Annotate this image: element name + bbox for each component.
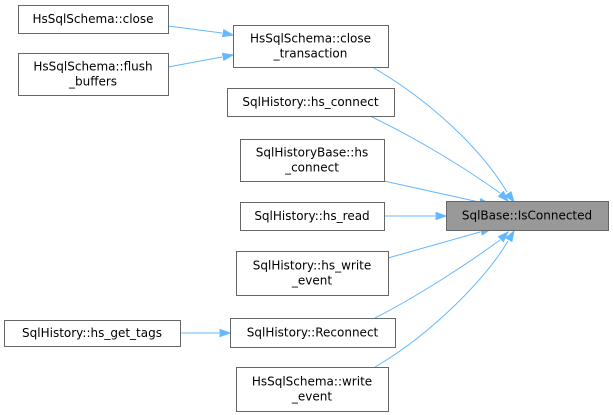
edge-line bbox=[369, 115, 501, 194]
edge-write_event-to-isconnected bbox=[374, 229, 515, 368]
arrowhead bbox=[219, 328, 232, 338]
node-label-line: _transaction bbox=[273, 47, 348, 61]
node-box bbox=[18, 5, 169, 34]
edge-reconnect-to-isconnected bbox=[374, 230, 510, 319]
node-write-event[interactable]: HsSqlSchema::write_event bbox=[236, 367, 389, 412]
edge-line bbox=[383, 180, 480, 203]
node-label-line: SqlHistory::Reconnect bbox=[247, 326, 379, 340]
nodes-layer: SqlBase::IsConnectedHsSqlSchema::closeHs… bbox=[4, 5, 609, 412]
edge-line bbox=[371, 66, 508, 193]
node-box bbox=[446, 201, 609, 231]
arrowhead bbox=[505, 229, 515, 243]
node-label-line: _connect bbox=[284, 161, 339, 175]
node-hs-connect[interactable]: SqlHistory::hs_connect bbox=[227, 88, 395, 117]
arrowhead bbox=[497, 190, 510, 203]
node-box bbox=[240, 202, 385, 231]
edge-hs_read-to-isconnected bbox=[384, 211, 448, 221]
node-label-line: SqlHistory::hs_connect bbox=[242, 95, 378, 109]
arrowhead bbox=[221, 52, 235, 61]
edge-line bbox=[387, 231, 481, 259]
node-box bbox=[236, 251, 389, 296]
node-reconnect[interactable]: SqlHistory::Reconnect bbox=[230, 318, 396, 348]
node-label-line: HsSqlSchema::close bbox=[32, 12, 153, 26]
node-label-line: HsSqlSchema::write bbox=[252, 375, 372, 389]
arrowhead bbox=[435, 211, 448, 221]
node-label-line: SqlHistory::hs_get_tags bbox=[22, 326, 162, 340]
edge-hs_write_event-to-isconnected bbox=[387, 227, 493, 259]
node-box bbox=[4, 320, 181, 347]
node-flush-buffers[interactable]: HsSqlSchema::flush_buffers bbox=[18, 53, 169, 96]
node-isconnected[interactable]: SqlBase::IsConnected bbox=[446, 201, 609, 231]
node-label-line: SqlBase::IsConnected bbox=[462, 209, 592, 223]
edge-line bbox=[167, 25, 223, 34]
node-label-line: _buffers bbox=[68, 75, 117, 89]
node-box bbox=[233, 25, 389, 68]
node-hs-write-event[interactable]: SqlHistory::hs_write_event bbox=[236, 251, 389, 296]
node-box bbox=[227, 88, 395, 117]
edges-layer bbox=[167, 25, 515, 368]
node-label-line: _event bbox=[291, 390, 332, 404]
node-box bbox=[240, 139, 385, 182]
edge-line bbox=[167, 56, 223, 68]
node-box bbox=[236, 367, 389, 412]
arrowhead bbox=[221, 29, 235, 38]
node-box bbox=[18, 53, 169, 96]
node-box bbox=[230, 318, 396, 348]
node-label-line: SqlHistoryBase::hs bbox=[256, 146, 368, 160]
node-label-line: HsSqlSchema::flush bbox=[33, 60, 152, 74]
edge-flush_buffers-to-close_transaction bbox=[167, 52, 235, 68]
edge-close_transaction-to-isconnected bbox=[371, 66, 515, 204]
node-label-line: SqlHistory::hs_read bbox=[254, 209, 369, 223]
node-label-line: SqlHistory::hs_write bbox=[253, 259, 372, 273]
edge-line bbox=[374, 240, 509, 368]
edge-hs_get_tags-to-reconnect bbox=[180, 328, 232, 338]
node-hs-read[interactable]: SqlHistory::hs_read bbox=[240, 202, 385, 231]
arrowhead bbox=[504, 190, 515, 204]
node-label-line: HsSqlSchema::close bbox=[250, 32, 371, 46]
node-base-hs-connect[interactable]: SqlHistoryBase::hs_connect bbox=[240, 139, 385, 182]
arrowhead bbox=[497, 230, 510, 243]
node-close[interactable]: HsSqlSchema::close bbox=[18, 5, 169, 34]
node-close-transaction[interactable]: HsSqlSchema::close_transaction bbox=[233, 25, 389, 68]
node-hs-get-tags[interactable]: SqlHistory::hs_get_tags bbox=[4, 320, 181, 347]
edge-line bbox=[374, 239, 501, 319]
edge-hs_connect-to-isconnected bbox=[369, 115, 510, 203]
node-label-line: _event bbox=[291, 274, 332, 288]
edge-close-to-close_transaction bbox=[167, 25, 235, 38]
